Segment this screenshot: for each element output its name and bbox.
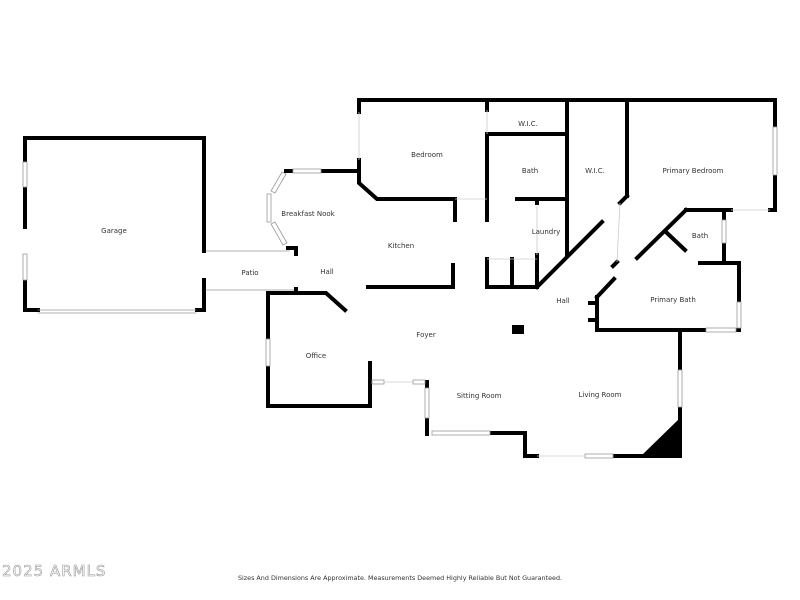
- office-walls: [266, 291, 372, 408]
- room-label-primary-bath: Primary Bath: [650, 296, 696, 304]
- primary-bedroom-walls: [588, 173, 777, 332]
- room-label-primary-bedroom: Primary Bedroom: [662, 167, 724, 175]
- room-label-primary-bath-wc: Bath: [691, 232, 709, 240]
- openings: [358, 110, 770, 457]
- room-label-bedroom: Bedroom: [411, 151, 443, 159]
- room-label-sitting-room: Sitting Room: [456, 392, 502, 400]
- bedroom-walls: [357, 98, 777, 256]
- copyright-watermark: 2025 ARMLS: [2, 562, 107, 581]
- windows: [22, 126, 778, 459]
- room-label-breakfast-nook: Breakfast Nook: [281, 210, 335, 218]
- room-label-patio: Patio: [241, 269, 259, 277]
- column-block: [512, 325, 524, 334]
- kitchen-walls: [366, 263, 455, 289]
- room-label-foyer: Foyer: [416, 331, 436, 339]
- patio-outline: [37, 250, 299, 314]
- room-label-living-room: Living Room: [578, 391, 622, 399]
- garage-walls: [23, 136, 206, 312]
- room-label-bath: Bath: [521, 167, 539, 175]
- breakfast-nook-walls: [284, 169, 360, 293]
- room-label-wic-north: W.I.C.: [518, 120, 538, 128]
- room-label-hall-east: Hall: [556, 297, 570, 305]
- living-room-corner-fill: [641, 418, 680, 456]
- disclaimer-text: Sizes And Dimensions Are Approximate. Me…: [237, 574, 563, 582]
- room-label-kitchen: Kitchen: [387, 242, 415, 250]
- room-label-office: Office: [305, 352, 327, 360]
- room-label-garage: Garage: [101, 227, 127, 235]
- room-label-wic-primary: W.I.C.: [585, 167, 605, 175]
- walls: [23, 98, 777, 458]
- room-label-hall-west: Hall: [320, 268, 334, 276]
- laundry-walls: [485, 198, 605, 290]
- room-label-laundry: Laundry: [531, 228, 561, 236]
